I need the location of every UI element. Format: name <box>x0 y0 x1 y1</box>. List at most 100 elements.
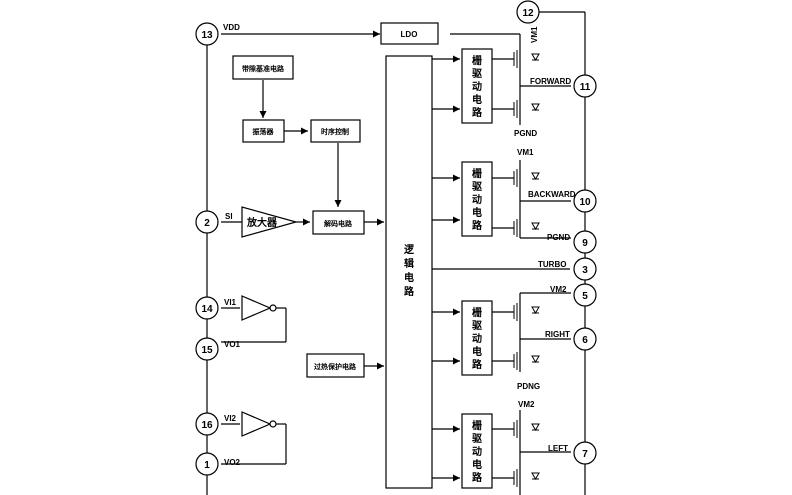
gate-driver-char: 动 <box>472 80 482 93</box>
gate-driver-char: 栅 <box>472 54 482 67</box>
gate-driver-char: 栅 <box>472 167 482 180</box>
amplifier-triangle <box>241 206 299 238</box>
mosfet-low-2 <box>513 219 540 237</box>
pin-15-label: 15 <box>201 345 213 356</box>
logic-char: 电 <box>404 271 414 284</box>
pin-6 <box>573 327 597 351</box>
inverter-2 <box>241 411 272 437</box>
pin-9-label: 9 <box>582 238 588 249</box>
pin-14-label: 14 <box>201 304 213 315</box>
gate-driver-char: 驱 <box>472 181 482 193</box>
timing-label: 时序控制 <box>321 127 349 136</box>
signal-vi2: VI2 <box>224 414 237 423</box>
gate-driver-char: 电 <box>472 206 482 219</box>
signal-left: LEFT <box>548 444 568 453</box>
signal-pgnd-b: PGND <box>547 233 570 242</box>
gate-driver-box-1 <box>461 48 493 124</box>
overheat-box <box>306 353 365 378</box>
pin-13-label: 13 <box>201 30 213 41</box>
gate-driver-char: 驱 <box>472 68 482 80</box>
signal-pdng: PDNG <box>517 382 540 391</box>
logic-label: 逻 辑 电 路 <box>404 244 415 298</box>
gate-driver-char: 电 <box>472 458 482 471</box>
signal-forward: FORWARD <box>530 77 571 86</box>
gate-driver-char: 路 <box>472 106 483 119</box>
pin-5-label: 5 <box>582 291 588 302</box>
inverter-2-bubble <box>269 420 277 428</box>
signal-pgnd-a: PGND <box>514 129 537 138</box>
signal-vo2: VO2 <box>224 458 241 467</box>
signal-right: RIGHT <box>545 330 570 339</box>
decoder-box <box>312 210 365 235</box>
amplifier-label: 放大器 <box>246 216 278 229</box>
pin-1-label: 1 <box>204 460 210 471</box>
gate-driver-label-3: 栅 驱 动 电 路 <box>472 306 483 371</box>
pin-7 <box>573 441 597 465</box>
signal-vdd: VDD <box>223 23 240 32</box>
signal-turbo: TURBO <box>538 260 566 269</box>
pin-3 <box>573 257 597 281</box>
gate-driver-char: 电 <box>472 93 482 106</box>
logic-char: 路 <box>404 285 415 298</box>
pin-6-label: 6 <box>582 335 588 346</box>
gate-driver-box-4 <box>461 413 493 489</box>
gate-driver-char: 驱 <box>472 433 482 445</box>
signal-vm2-a: VM2 <box>550 285 567 294</box>
logic-char: 辑 <box>404 257 414 270</box>
signal-si: SI <box>225 212 233 221</box>
gate-driver-char: 栅 <box>472 419 482 432</box>
decoder-label: 解码电路 <box>324 219 353 228</box>
pin-5 <box>573 283 597 307</box>
inverter-1 <box>241 295 272 321</box>
signal-backward: BACKWARD <box>528 190 576 199</box>
gate-driver-char: 动 <box>472 445 482 458</box>
pin-12-label: 12 <box>522 8 534 19</box>
mosfet-high-2 <box>513 169 540 187</box>
logic-box <box>385 55 433 489</box>
bandgap-label: 带隙基准电路 <box>242 64 285 73</box>
ldo-box <box>380 22 439 45</box>
mosfet-high-3 <box>513 303 540 321</box>
pin-7-label: 7 <box>582 449 588 460</box>
ldo-label: LDO <box>401 30 418 39</box>
mosfet-high-4 <box>513 420 540 438</box>
logic-char: 逻 <box>404 244 415 256</box>
pin-13 <box>195 22 219 46</box>
gate-driver-label-1: 栅 驱 动 电 路 <box>472 54 483 119</box>
mosfet-low-1 <box>513 100 540 118</box>
gate-driver-char: 动 <box>472 332 482 345</box>
gate-driver-char: 驱 <box>472 320 482 332</box>
gate-driver-char: 路 <box>472 358 483 371</box>
pin-15 <box>195 337 219 361</box>
gate-driver-char: 栅 <box>472 306 482 319</box>
gate-driver-char: 电 <box>472 345 482 358</box>
gate-driver-label-2: 栅 驱 动 电 路 <box>472 167 483 232</box>
pin-3-label: 3 <box>582 265 588 276</box>
signal-vm1-b: VM1 <box>517 148 534 157</box>
pin-1 <box>195 452 219 476</box>
pin-2-label: 2 <box>204 218 210 229</box>
pin-14 <box>195 296 219 320</box>
overheat-label: 过热保护电路 <box>314 362 357 371</box>
bandgap-box <box>232 55 294 80</box>
gate-driver-char: 路 <box>472 219 483 232</box>
gate-driver-box-3 <box>461 300 493 376</box>
gate-driver-box-2 <box>461 161 493 237</box>
gate-driver-char: 动 <box>472 193 482 206</box>
gate-driver-char: 路 <box>472 471 483 484</box>
pin-9 <box>573 230 597 254</box>
pin-11 <box>573 74 597 98</box>
pin-12 <box>516 0 540 24</box>
mosfet-high-1 <box>513 50 540 68</box>
pin-16 <box>195 412 219 436</box>
mosfet-low-3 <box>513 352 540 370</box>
gate-driver-label-4: 栅 驱 动 电 路 <box>472 419 483 484</box>
oscillator-label: 振荡器 <box>253 127 275 136</box>
signal-vm2-b: VM2 <box>518 400 535 409</box>
pin-2 <box>195 210 219 234</box>
signal-vm1-top: VM1 <box>530 26 539 43</box>
pin-11-label: 11 <box>580 82 591 93</box>
oscillator-box <box>242 119 285 143</box>
pin-10 <box>573 189 597 213</box>
